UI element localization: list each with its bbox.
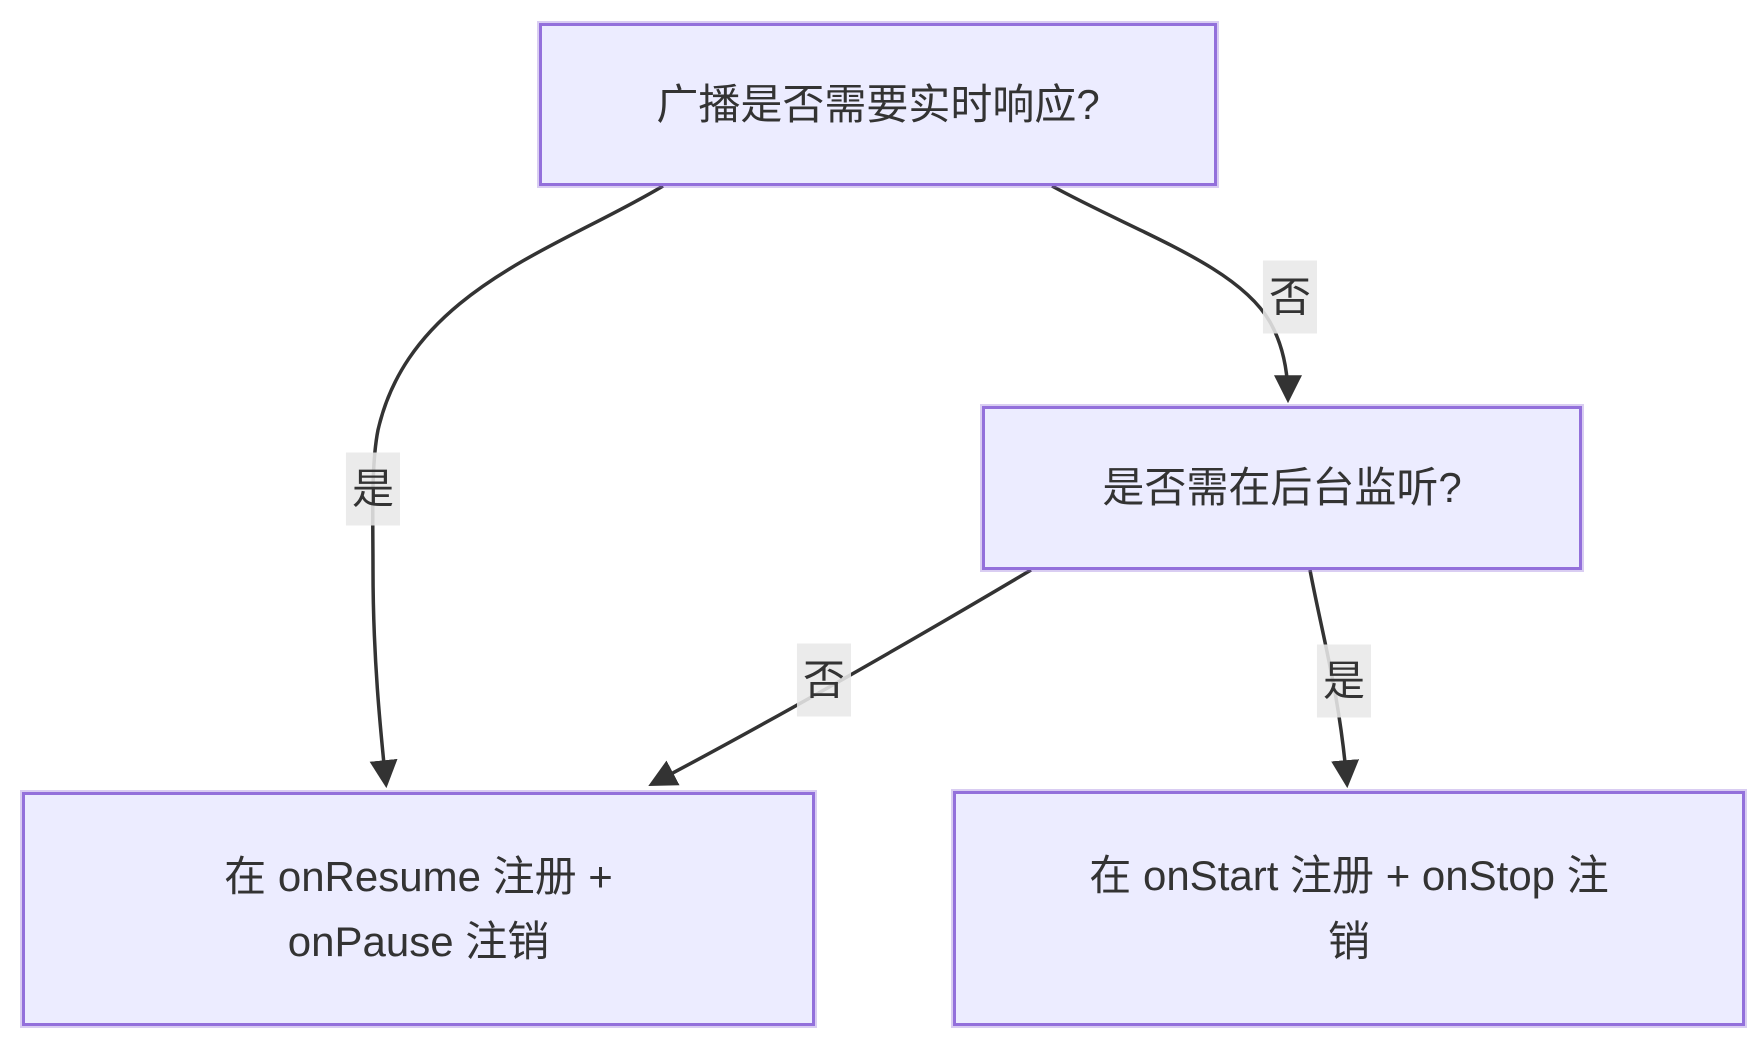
edge-a-to-c-yes bbox=[369, 184, 664, 789]
edge-label-yes-left: 是 bbox=[345, 452, 401, 526]
node-label-line-2: onPause 注销 bbox=[287, 918, 550, 965]
edge-label-no-top: 否 bbox=[1262, 260, 1318, 334]
node-label: 在 onResume 注册 + onPause 注销 bbox=[25, 844, 812, 974]
node-label: 在 onStart 注册 + onStop 注 销 bbox=[956, 843, 1742, 973]
node-label-line-1: 在 onStart 注册 + onStop 注 bbox=[1089, 852, 1609, 900]
node-label: 是否需在后台监听? bbox=[1102, 464, 1462, 512]
edge-a-to-b-no bbox=[1051, 184, 1302, 404]
edge-b-to-c-no bbox=[648, 568, 1032, 786]
node-question-background-listen: 是否需在后台监听? bbox=[982, 406, 1582, 570]
node-action-onstart-onstop: 在 onStart 注册 + onStop 注 销 bbox=[953, 791, 1745, 1026]
node-label-line-2: 销 bbox=[1327, 917, 1370, 965]
edge-label-no-middle: 否 bbox=[796, 643, 852, 717]
node-action-onresume-onpause: 在 onResume 注册 + onPause 注销 bbox=[22, 792, 815, 1026]
node-label-line-1: 在 onResume 注册 + bbox=[224, 852, 613, 900]
node-question-realtime-response: 广播是否需要实时响应? bbox=[539, 23, 1217, 186]
edge-label-yes-right: 是 bbox=[1316, 644, 1372, 718]
node-label: 广播是否需要实时响应? bbox=[656, 80, 1100, 128]
